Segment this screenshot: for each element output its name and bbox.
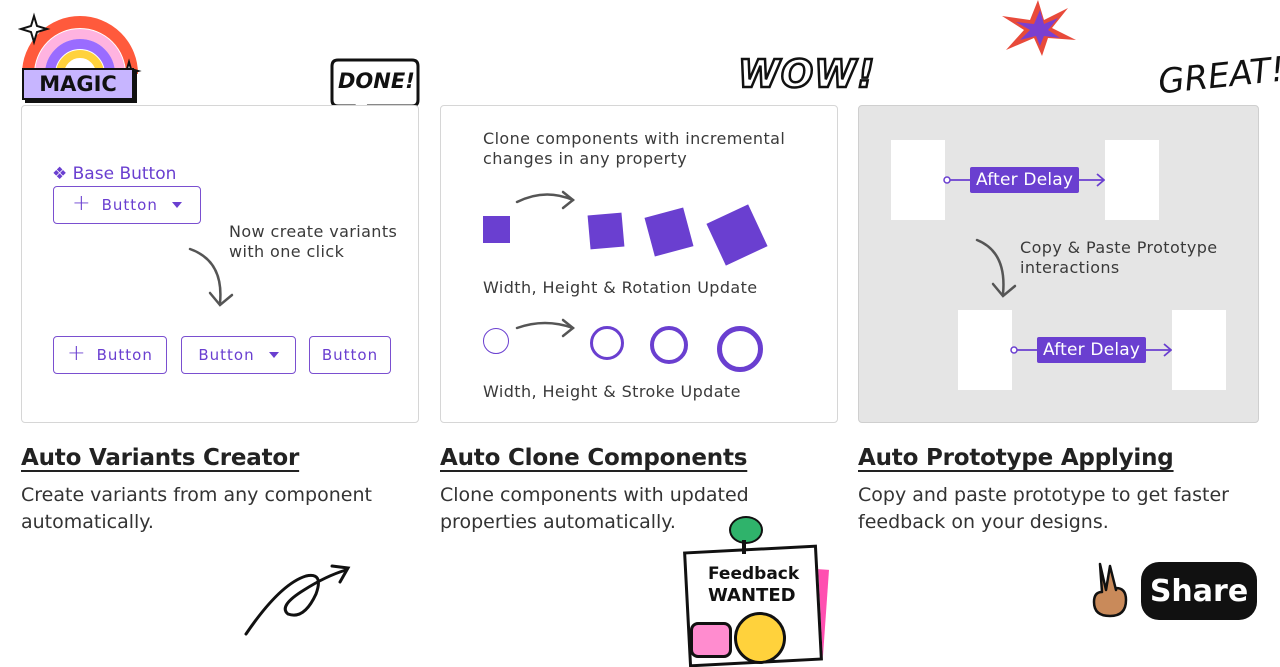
prototype-note: Copy & Paste Prototype interactions	[1020, 238, 1218, 277]
base-button-text: Button	[101, 196, 158, 214]
starburst-icon	[1002, 0, 1076, 56]
variant-button-text: Button	[96, 346, 153, 364]
circle-shape-1	[483, 328, 509, 354]
stroke-caption: Width, Height & Stroke Update	[483, 382, 741, 401]
arrow-icon	[515, 318, 576, 338]
pasted-source-frame	[958, 310, 1012, 390]
circle-shape-3	[650, 326, 688, 364]
wow-sticker: WOW!	[737, 51, 876, 98]
curved-arrow-icon	[188, 247, 234, 307]
target-frame	[1105, 140, 1159, 220]
square-shape-4	[706, 204, 768, 266]
smiley-icon	[734, 612, 786, 664]
magic-label: MAGIC	[22, 68, 134, 100]
pasted-target-frame	[1172, 310, 1226, 390]
variant-button-text: Button	[321, 346, 379, 364]
pink-hand-icon	[690, 622, 732, 658]
feature-desc-variants: Create variants from any component autom…	[21, 484, 372, 533]
feature-title-variants[interactable]: Auto Variants Creator	[21, 445, 300, 471]
square-shape-3	[644, 207, 694, 257]
plus-icon: +	[67, 341, 87, 366]
variants-note: Now create variants with one click	[229, 222, 398, 261]
great-sticker: GREAT!	[1156, 49, 1280, 103]
feature-desc-clone: Clone components with updated properties…	[440, 484, 749, 533]
after-delay-pill: After Delay	[1037, 337, 1147, 363]
curved-arrow-icon	[975, 238, 1017, 298]
feature-desc-prototype: Copy and paste prototype to get faster f…	[858, 484, 1229, 533]
loop-arrow-doodle	[244, 564, 351, 636]
variant-button-dropdown[interactable]: Button	[181, 336, 296, 374]
variant-button-text: Button	[198, 346, 255, 364]
arrow-icon	[515, 190, 576, 210]
rotation-caption: Width, Height & Rotation Update	[483, 278, 758, 297]
done-text: DONE!	[338, 69, 415, 93]
plus-icon: +	[72, 191, 92, 216]
square-shape-1	[483, 216, 510, 243]
source-frame	[891, 140, 945, 220]
square-shape-2	[587, 212, 625, 250]
pin-stem	[742, 540, 746, 554]
variants-demo-card: ❖ Base Button + Button Now create varian…	[21, 105, 419, 423]
chevron-down-icon	[268, 352, 279, 358]
feedback-text-1: Feedback	[708, 564, 800, 584]
feature-title-clone[interactable]: Auto Clone Components	[440, 445, 748, 471]
feedback-wanted-sticker: Feedback WANTED	[682, 512, 830, 667]
peace-hand-icon	[1086, 560, 1134, 620]
share-label: Share	[1149, 573, 1249, 609]
pin-icon	[729, 516, 763, 544]
circle-shape-4	[717, 326, 763, 372]
clone-demo-card: Clone components with incremental change…	[440, 105, 838, 423]
chevron-down-icon	[171, 202, 182, 208]
prototype-demo-card: After Delay Copy & Paste Prototype inter…	[858, 105, 1259, 423]
feedback-text-2: WANTED	[708, 585, 796, 606]
after-delay-pill: After Delay	[970, 167, 1080, 193]
circle-shape-2	[590, 326, 624, 360]
variant-button-plain[interactable]: Button	[309, 336, 391, 374]
base-button-label: ❖ Base Button	[52, 164, 177, 184]
magic-sticker: MAGIC	[17, 12, 143, 104]
variant-button-icon[interactable]: + Button	[53, 336, 167, 374]
base-button[interactable]: + Button	[53, 186, 201, 224]
feature-title-prototype[interactable]: Auto Prototype Applying	[858, 445, 1174, 471]
clone-intro: Clone components with incremental change…	[483, 129, 786, 168]
share-button[interactable]: Share	[1141, 562, 1257, 620]
